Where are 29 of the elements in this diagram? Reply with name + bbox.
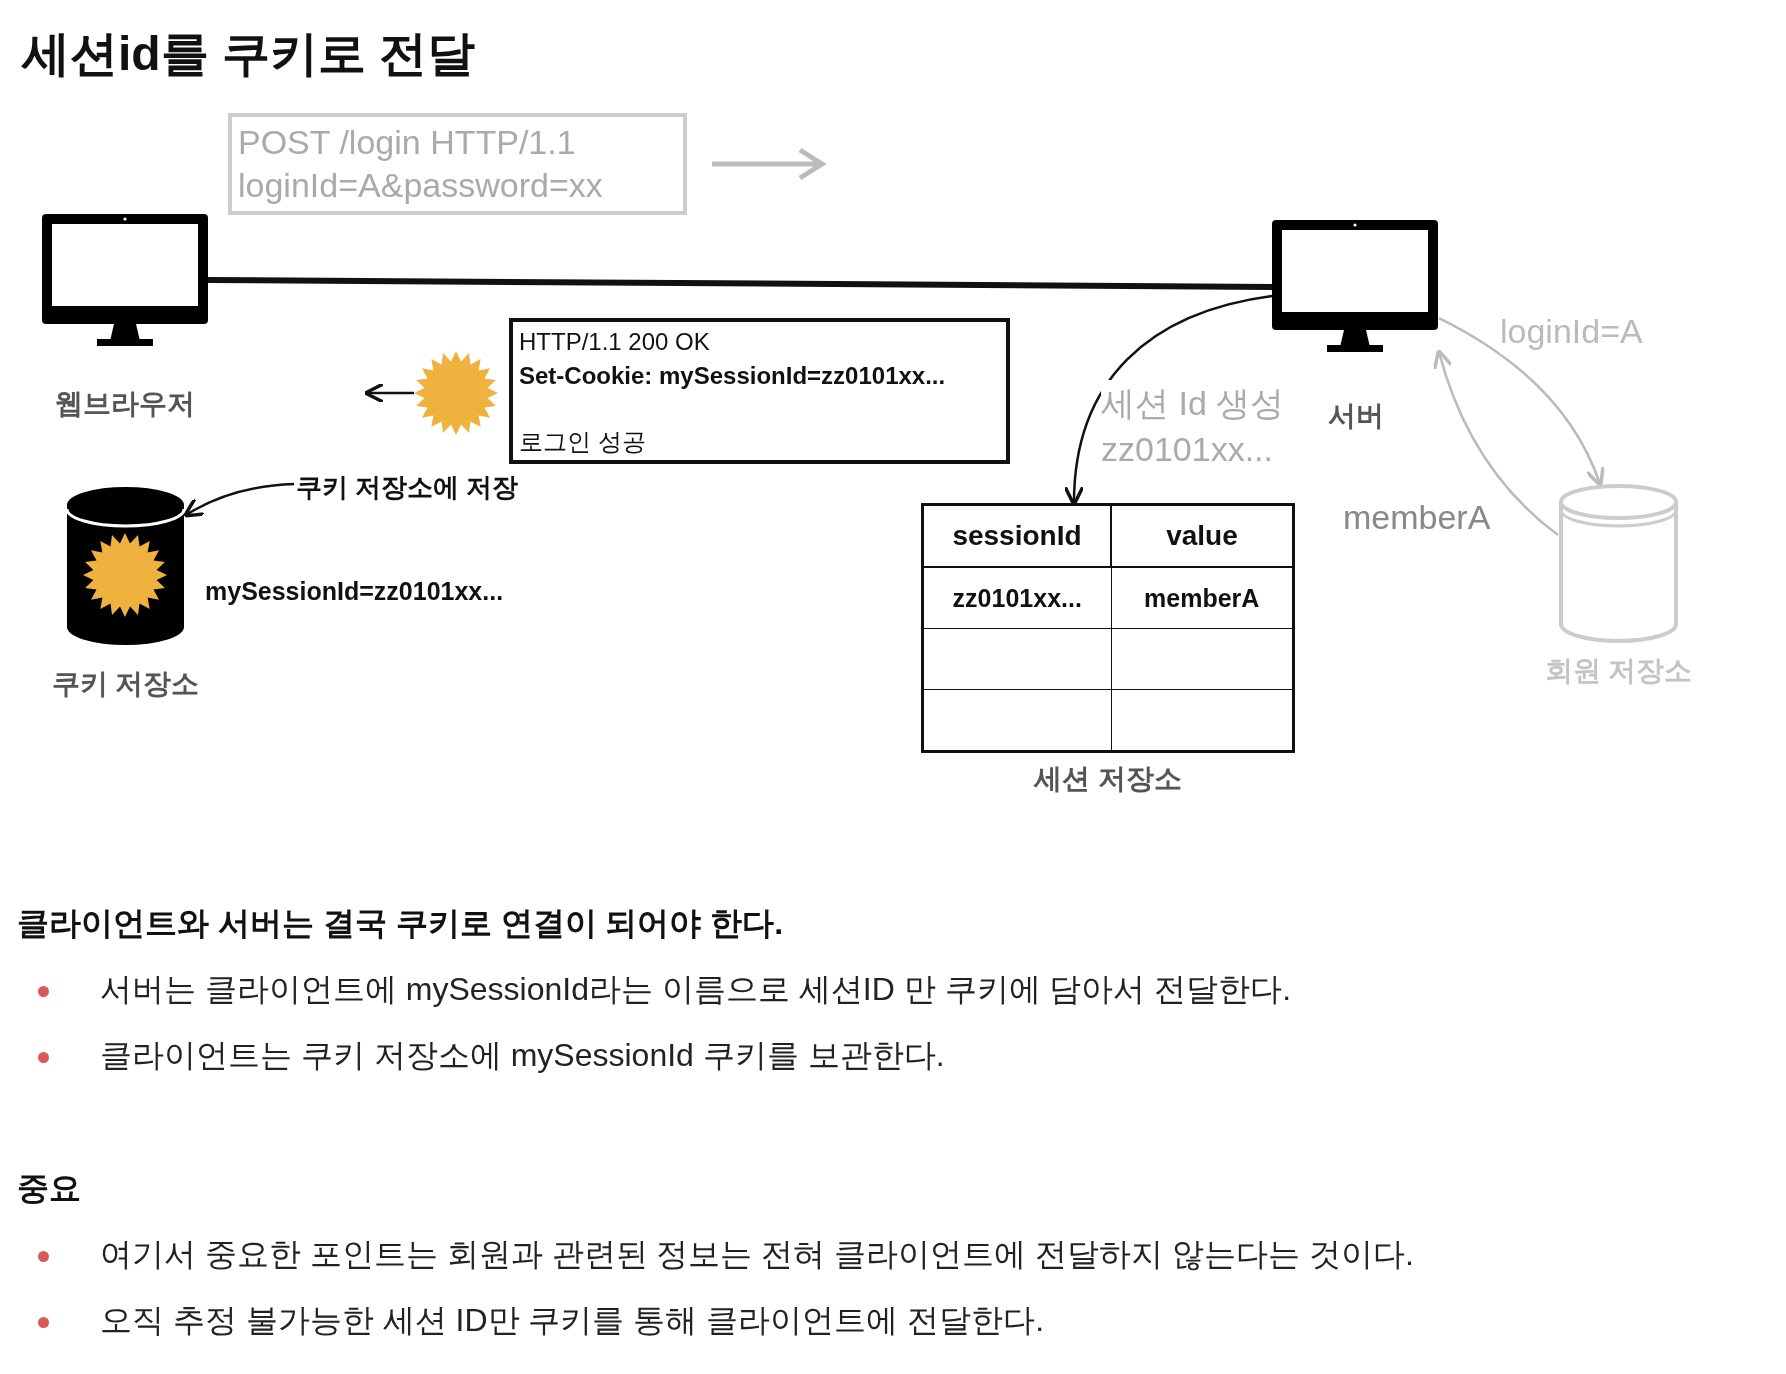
response-text: HTTP/1.1 200 OK — [519, 328, 710, 356]
arrow — [182, 482, 295, 518]
section-heading: 중요 — [17, 1169, 81, 1208]
bullet-text: 클라이언트는 쿠키 저장소에 mySessionId 쿠키를 보관한다. — [100, 1036, 945, 1075]
node-label: 쿠키 저장소 — [50, 667, 201, 701]
title: 세션id를 쿠키로 전달 — [22, 26, 476, 82]
connector-line — [208, 276, 1272, 290]
bullet-text: 오직 추정 불가능한 세션 ID만 쿠키를 통해 클라이언트에 전달한다. — [100, 1301, 1044, 1340]
node-label: 웹브라우저 — [54, 387, 196, 421]
bullet-text: 서버는 클라이언트에 mySessionId라는 이름으로 세션ID 만 쿠키에 담아서 전달한다. — [100, 970, 1292, 1009]
store-caption: 쿠키 저장소에 저장 — [296, 471, 519, 504]
arrow — [363, 382, 414, 404]
response-box — [509, 318, 1010, 464]
request-text: POST /login HTTP/1.1 loginId=A&password=xx — [238, 122, 604, 206]
bullet-text: 여기서 중요한 포인트는 회원과 관련된 정보는 전혀 클라이언트에 전달하지 않는다는 것이다. — [100, 1235, 1414, 1274]
table-caption: 세션 저장소 — [1032, 762, 1183, 796]
table-cell-text: memberA — [1144, 583, 1260, 612]
table-cell-text: zz0101xx... — [952, 583, 1082, 612]
response-text: Set-Cookie: mySessionId=zz0101xx... — [519, 362, 946, 390]
arrow — [1438, 316, 1605, 488]
table-cell-text: value — [1166, 520, 1238, 551]
node-label: 회원 저장소 — [1543, 654, 1694, 688]
response-text: 로그인 성공 — [519, 427, 646, 457]
request-box — [228, 113, 687, 215]
node-label: 서버 — [1326, 399, 1385, 433]
section-heading: 클라이언트와 서버는 결국 쿠키로 연결이 되어야 한다. — [17, 904, 784, 943]
table-cell-text: sessionId — [952, 520, 1082, 551]
arrow — [1433, 348, 1559, 537]
cookie-value: mySessionId=zz0101xx... — [205, 577, 504, 606]
